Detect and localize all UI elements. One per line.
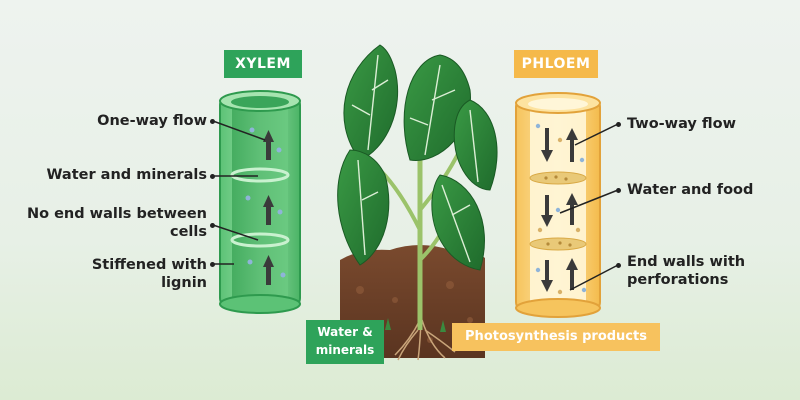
label-stiffened-line1: Stiffened with [91, 257, 207, 273]
label-end-walls-line2: perforations [627, 272, 729, 288]
label-water-and-minerals: Water and minerals [46, 167, 207, 183]
label-stiffened-with-lignin: Stiffened with lignin [92, 256, 207, 292]
pointer-dot [616, 122, 621, 127]
label-water-and-food: Water and food [627, 182, 754, 198]
plant-illustration [337, 44, 498, 361]
label-stiffened-line2: lignin [161, 275, 207, 291]
water-minerals-line2: minerals [315, 343, 375, 357]
pointer-dot [616, 263, 621, 268]
label-no-end-walls-line2: cells [169, 224, 207, 240]
pointer-lines [212, 120, 619, 291]
xylem-title-badge: XYLEM [224, 50, 302, 78]
pointer-dot [616, 188, 621, 193]
pointer-dot [210, 174, 215, 179]
label-no-end-walls-line1: No end walls between [26, 206, 207, 222]
label-no-end-walls: No end walls between cells [27, 205, 207, 241]
photosynthesis-products-badge: Photosynthesis products [452, 323, 660, 351]
label-one-way-flow: One-way flow [97, 113, 207, 129]
phloem-vessel [515, 92, 601, 318]
label-end-walls-perforations: End walls with perforations [627, 253, 745, 289]
label-two-way-flow: Two-way flow [627, 116, 737, 132]
water-minerals-badge: Water & minerals [306, 320, 384, 364]
xylem-vessel [219, 90, 301, 314]
pointer-dot [210, 119, 215, 124]
water-minerals-line1: Water & [317, 325, 373, 339]
label-end-walls-line1: End walls with [627, 254, 746, 270]
pointer-dot [210, 262, 215, 267]
phloem-title-badge: PHLOEM [514, 50, 598, 78]
pointer-dot [210, 223, 215, 228]
